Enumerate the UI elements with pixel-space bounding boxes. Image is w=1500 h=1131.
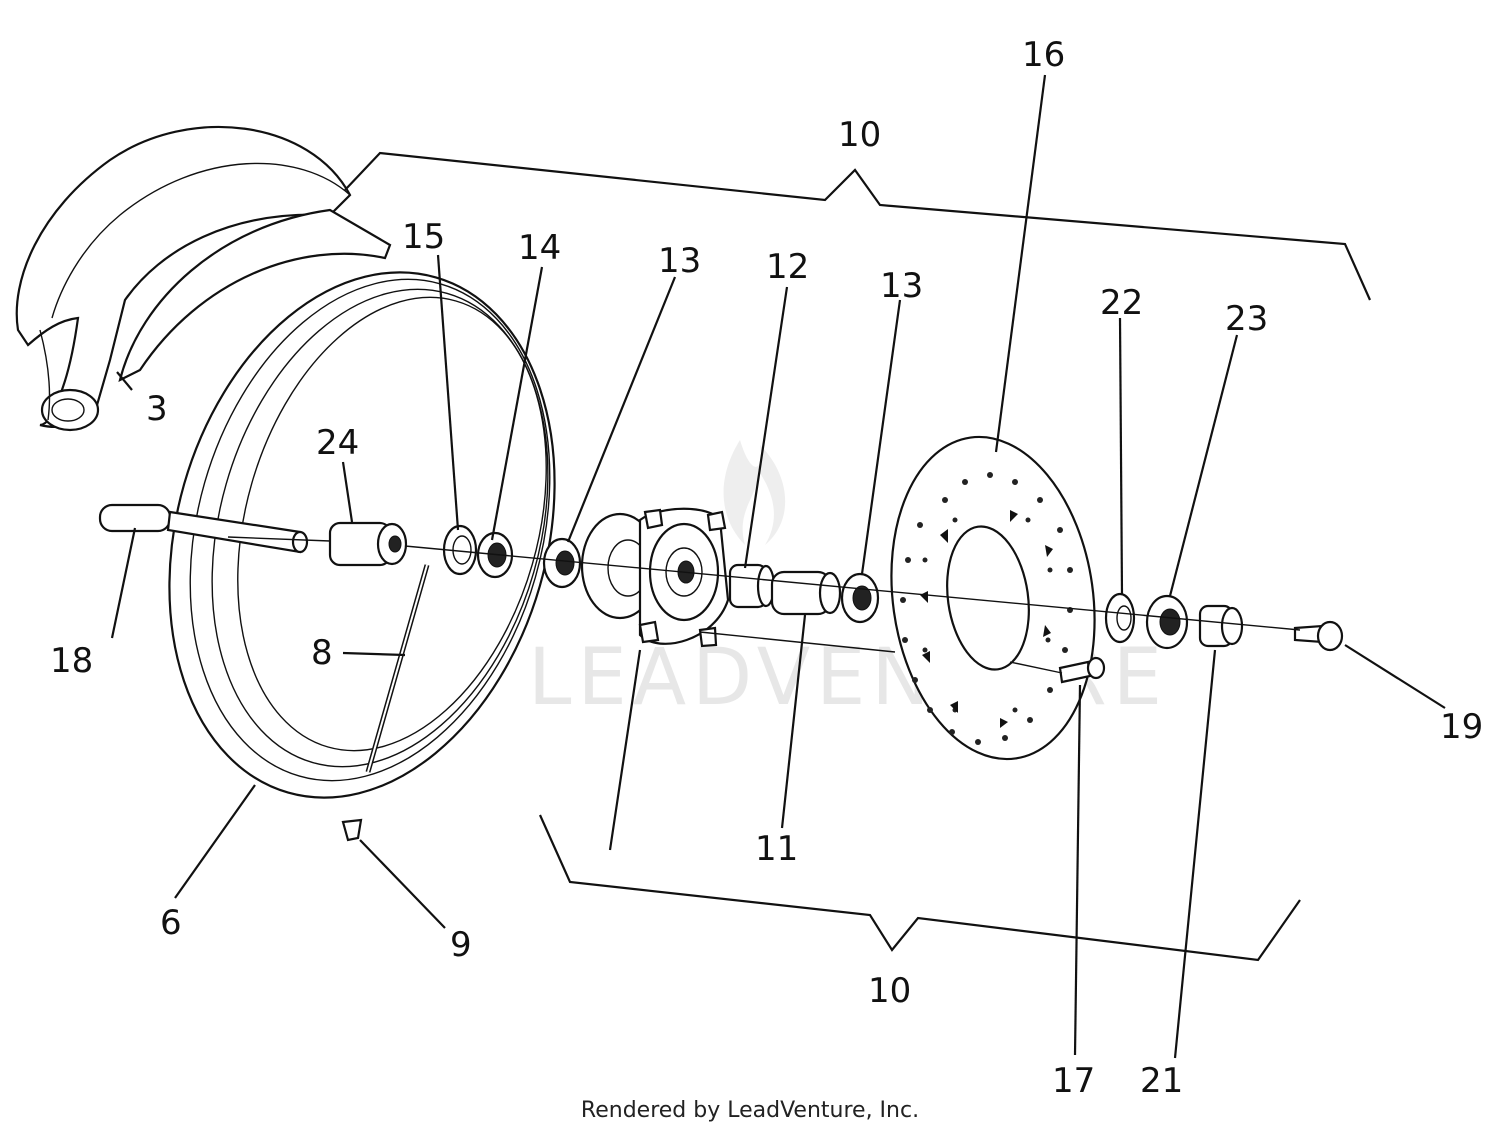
- callout-9: 9: [450, 925, 472, 965]
- callout-18: 18: [50, 641, 93, 681]
- tire: [15, 125, 392, 432]
- callout-6: 6: [160, 903, 182, 943]
- callout-21: 21: [1140, 1061, 1183, 1101]
- spacer-24: [328, 521, 408, 567]
- callout-10-bottom: 10: [868, 971, 911, 1011]
- callout-12: 12: [766, 247, 809, 287]
- disc-bolt: [1058, 656, 1106, 684]
- axle-bolt: [1293, 620, 1344, 652]
- callout-14: 14: [518, 228, 561, 268]
- spacer-21: [1198, 604, 1244, 648]
- callout-13-right: 13: [880, 266, 923, 306]
- footer-credit: Rendered by LeadVenture, Inc.: [580, 1098, 920, 1123]
- bearing-23: [1145, 594, 1189, 650]
- callout-10-top: 10: [838, 115, 881, 155]
- bearing-13-right: [840, 572, 880, 624]
- seal-22: [1104, 592, 1136, 644]
- callout-17: 17: [1052, 1061, 1095, 1101]
- callout-13-left: 13: [658, 241, 701, 281]
- bracket-bottom: [538, 814, 1301, 962]
- bearing-13-left: [542, 537, 582, 589]
- callout-3: 3: [146, 389, 168, 429]
- hub: [580, 507, 730, 648]
- axle: [98, 503, 309, 554]
- callout-11: 11: [755, 829, 798, 869]
- collar-11: [770, 570, 842, 616]
- bracket-top: [344, 151, 1372, 301]
- assembly-axis: [227, 536, 1301, 674]
- callout-22: 22: [1100, 283, 1143, 323]
- callout-24: 24: [316, 423, 359, 463]
- spoke: [365, 564, 430, 773]
- callout-16: 16: [1022, 35, 1065, 75]
- callout-19: 19: [1440, 707, 1483, 747]
- leader-lines: [110, 74, 1446, 1059]
- spacer-12: [728, 563, 776, 609]
- callout-15: 15: [402, 217, 445, 257]
- callouts: 3 18 6 8 9 24 15 14 13 12 13 10 16 22 23…: [50, 35, 1483, 1101]
- spoke-nipple: [341, 818, 363, 842]
- callout-8: 8: [311, 633, 333, 673]
- brake-disc: [890, 435, 1096, 761]
- callout-23: 23: [1225, 299, 1268, 339]
